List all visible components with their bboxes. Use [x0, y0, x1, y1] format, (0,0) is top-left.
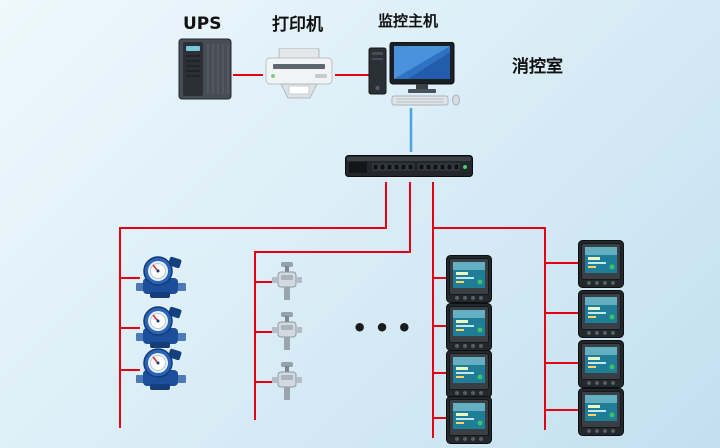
power-meter-icon — [578, 240, 624, 288]
power-meter-icon — [578, 340, 624, 388]
valve-sensor-icon — [272, 312, 302, 352]
ups-label: UPS — [183, 14, 222, 34]
desktop-computer-icon — [368, 42, 460, 106]
power-meter-icon — [446, 303, 492, 351]
water-meter-icon — [136, 348, 186, 392]
power-meter-icon — [446, 255, 492, 303]
water-meter-icon — [136, 306, 186, 350]
ups-tower-icon — [178, 38, 232, 100]
power-meter-icon — [578, 290, 624, 338]
rack-data-collector-icon — [345, 152, 473, 180]
host-label: 监控主机 — [378, 12, 439, 30]
control-room-label: 消控室 — [512, 57, 563, 77]
printer-label: 打印机 — [272, 15, 323, 35]
power-meter-icon — [578, 388, 624, 436]
laser-printer-icon — [263, 48, 335, 102]
valve-sensor-icon — [272, 362, 302, 402]
water-meter-icon — [136, 256, 186, 300]
ellipsis-more-devices: ••• — [352, 314, 420, 342]
valve-sensor-icon — [272, 262, 302, 302]
link-trunk-valve — [254, 182, 411, 420]
power-meter-icon — [446, 396, 492, 444]
power-meter-icon — [446, 350, 492, 398]
